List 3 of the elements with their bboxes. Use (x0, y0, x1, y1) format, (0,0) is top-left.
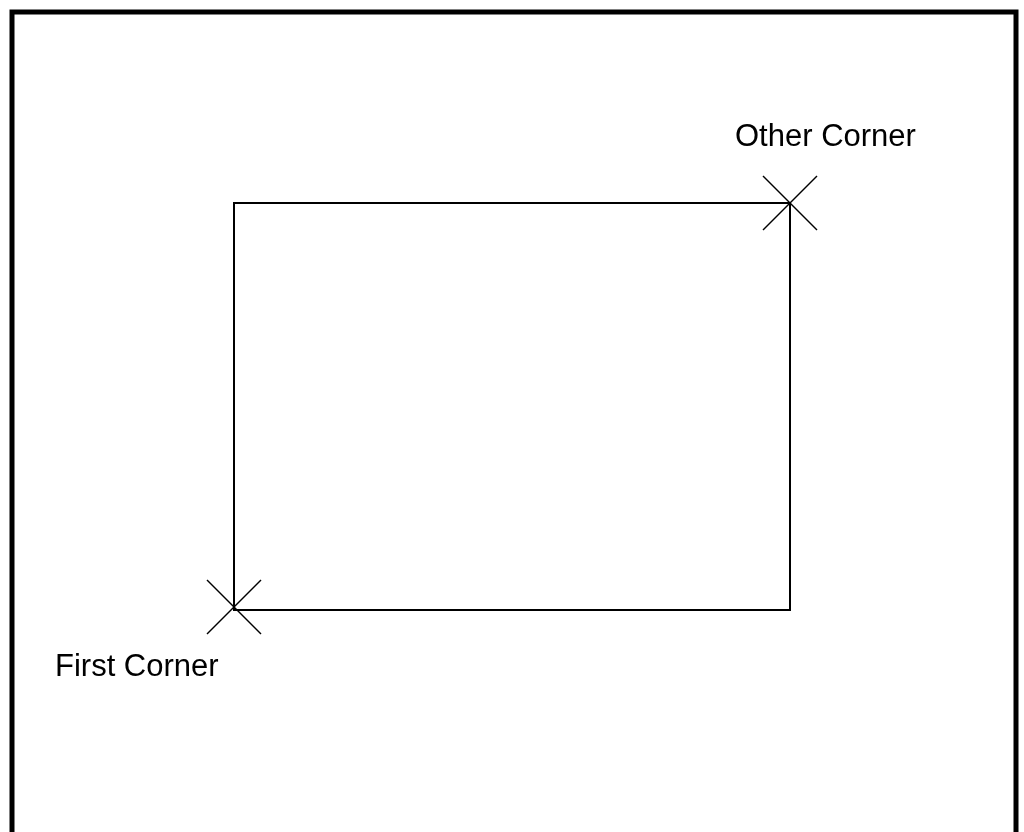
rectangle (233, 202, 791, 611)
corner-label: Other Corner (735, 120, 916, 151)
corner-label: First Corner (55, 650, 219, 681)
